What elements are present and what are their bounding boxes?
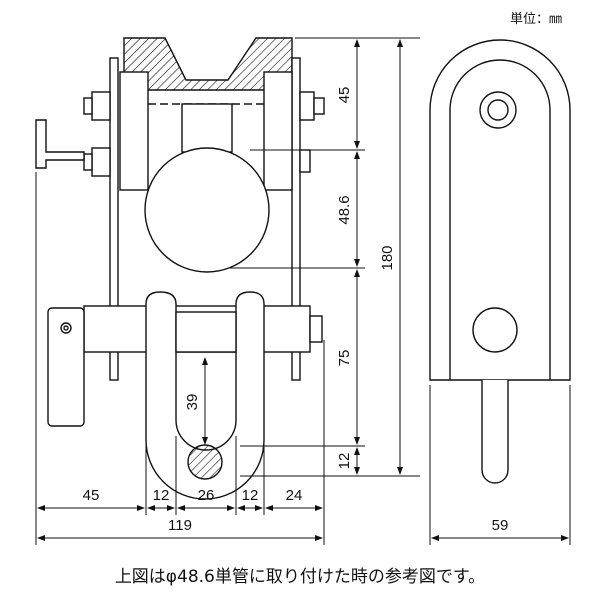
- front-view: [429, 39, 571, 484]
- dim-12-right: 12: [242, 487, 259, 504]
- caption: 上図はφ48.6単管に取り付けた時の参考図です。: [114, 567, 486, 587]
- dim-26: 26: [198, 487, 215, 504]
- bolt-right-mid: [299, 149, 311, 173]
- shackle-cross-block: [175, 311, 237, 353]
- center-spindle: [181, 103, 233, 153]
- dim-119: 119: [168, 517, 192, 534]
- dim-39: 39: [184, 394, 201, 411]
- left-inner-block: [119, 71, 149, 191]
- pipe-circle: [144, 147, 270, 273]
- bolt-left-top: [91, 91, 111, 121]
- dim-24: 24: [286, 487, 303, 504]
- v-block-hatched: [123, 37, 293, 91]
- bolt-left-mid: [91, 147, 111, 177]
- dim-180: 180: [379, 245, 396, 270]
- dim-45-horizontal: 45: [83, 487, 100, 504]
- right-side-plate: [291, 57, 301, 381]
- dim-12-left: 12: [153, 487, 170, 504]
- dim-75: 75: [336, 350, 353, 367]
- bolt-right-top: [299, 91, 315, 121]
- right-inner-block: [263, 71, 293, 191]
- unit-label: 単位：㎜: [509, 12, 562, 27]
- front-body: [429, 39, 571, 381]
- left-side-plate: [109, 57, 119, 381]
- front-handle: [481, 380, 509, 484]
- front-lower-hole: [472, 307, 518, 353]
- side-view: [35, 37, 325, 500]
- bottom-pin-hatched: [187, 444, 223, 480]
- dim-59: 59: [492, 517, 509, 534]
- dimension-lines: [35, 37, 571, 545]
- handle-grip: [47, 307, 85, 427]
- clamp-lever: [35, 119, 85, 169]
- dim-12-vertical: 12: [336, 453, 353, 470]
- dim-48-6: 48.6: [336, 195, 353, 224]
- dim-45-vertical: 45: [336, 87, 353, 104]
